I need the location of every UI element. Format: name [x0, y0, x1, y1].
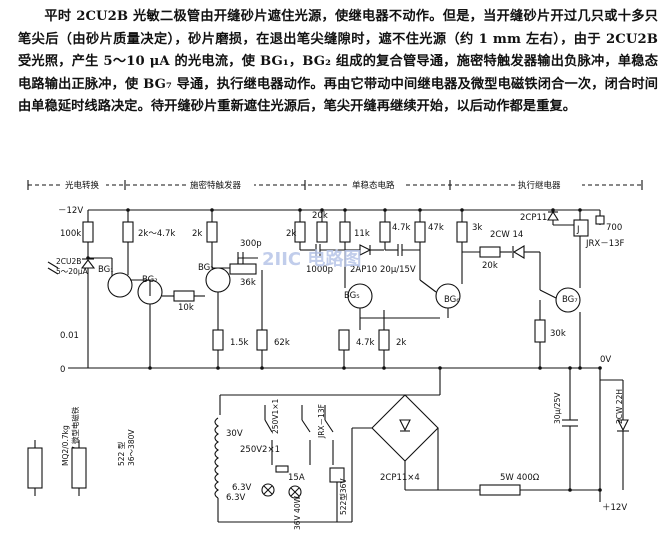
- bridge-label: 2CP11×4: [380, 473, 420, 483]
- magnet-label-2: 380V 微型电磁铁: [70, 406, 80, 466]
- r700-label: 700: [606, 223, 622, 233]
- junction-dots: [86, 208, 602, 492]
- magnet-label-1: MQ2/0.7kg: [61, 425, 70, 466]
- r20k-a-label: 20k: [312, 211, 328, 221]
- relay-section: BG₇ 30k 2CP11 J 700 JRX－13F 0V: [520, 210, 625, 380]
- rail-zero-label: 0: [60, 365, 65, 375]
- r5w400-label: 5W 400Ω: [500, 473, 540, 483]
- bg3-label: BG₃: [198, 263, 214, 273]
- v36-40w-label: 36V 40W: [293, 495, 302, 530]
- r15k-label: 1.5k: [230, 338, 249, 348]
- power-section: 30V 6.3V 250V2×1 250V1×1 JRX－13F 15A 6.3…: [214, 368, 629, 530]
- r20k-b-label: 20k: [482, 261, 498, 271]
- f15a-label: 15A: [288, 473, 305, 483]
- photodiode-section: 100k 2CU2B 5～20μA BG₁ BG₂ 0.01 2k～4.7k 1…: [47, 210, 205, 368]
- r36k-label: 36k: [240, 278, 256, 288]
- sw250v2-label: 250V2×1: [240, 445, 280, 455]
- r47k-b-label: 4.7k: [356, 338, 375, 348]
- r3k-label: 3k: [472, 223, 482, 233]
- bg6-label: BG₆: [444, 295, 460, 305]
- v12plus-label: ＋12V: [602, 503, 627, 513]
- watermark: 2IIC 电路图: [262, 248, 361, 270]
- r10k-label: 10k: [178, 303, 194, 313]
- pd-label: 2CU2B: [56, 257, 81, 266]
- relay522-label: 522型36V: [339, 478, 348, 515]
- r47k-a-label: 4.7k: [392, 223, 411, 233]
- d2cw22h-label: 2CW 22H: [615, 389, 624, 424]
- r2k-b-label: 2k: [286, 229, 296, 239]
- d2cw14-label: 2CW 14: [490, 230, 523, 240]
- d2cp11-label: 2CP11: [520, 213, 547, 223]
- section-schmitt: 施密特触发器: [190, 180, 242, 191]
- monostable-section: 2k 20k 11k 1000p 2AP10 4.7k 20μ/15V 47k: [286, 210, 540, 368]
- schmitt-section: 2k BG₃ 300p 36k 1.5k 62k: [192, 210, 290, 368]
- t30v-label: 30V: [226, 429, 243, 439]
- c300p-label: 300p: [240, 239, 262, 249]
- v63-b-label: 6.3V: [232, 483, 252, 493]
- section-relay: 执行继电器: [518, 180, 561, 191]
- c30u-label: 30μ/25V: [553, 392, 562, 424]
- bg7-label: BG₇: [562, 295, 578, 305]
- left-labels: MQ2/0.7kg 380V 微型电磁铁 522 型 36～380V: [27, 406, 136, 496]
- section-photo: 光电转换: [65, 180, 100, 191]
- relay-left-label-1: 522 型: [117, 441, 126, 466]
- rail-minus12-label: －12V: [58, 206, 83, 216]
- r2k-a-label: 2k: [192, 229, 202, 239]
- relay-j-label: J: [576, 225, 580, 235]
- r2k47k-label: 2k～4.7k: [138, 229, 175, 239]
- r47k-label: 47k: [428, 223, 444, 233]
- r62k-label: 62k: [274, 338, 290, 348]
- c001-label: 0.01: [60, 331, 79, 341]
- c20u-label: 20μ/15V: [380, 265, 416, 275]
- r30k-label: 30k: [550, 329, 566, 339]
- pd-current-label: 5～20μA: [56, 267, 89, 276]
- sw250v1-label: 250V1×1: [271, 398, 280, 434]
- relay-left-label-2: 36～380V: [127, 429, 136, 466]
- bg5-label: BG₅: [344, 291, 360, 301]
- section-monostable: 单稳态电路: [352, 180, 395, 191]
- body-paragraph: 平时 2CU2B 光敏二极管由开缝砂片遮住光源，使继电器不动作。但是，当开缝砂片…: [18, 9, 658, 115]
- c1000p-label: 1000p: [306, 265, 333, 275]
- jrx13f-label: JRX－13F: [585, 239, 625, 249]
- r2k-c-label: 2k: [396, 338, 406, 348]
- section-header: 光电转换 施密特触发器 单稳态电路 执行继电器: [27, 178, 643, 191]
- jrx13f-sw-label: JRX－13F: [317, 404, 326, 439]
- v0v-label: 0V: [600, 355, 611, 365]
- d2ap10-label: 2AP10: [350, 265, 377, 275]
- bg1-label: BG₁: [98, 265, 114, 275]
- v63-a-label: 6.3V: [226, 493, 246, 503]
- r11k-label: 11k: [354, 229, 370, 239]
- r100k-label: 100k: [60, 229, 81, 239]
